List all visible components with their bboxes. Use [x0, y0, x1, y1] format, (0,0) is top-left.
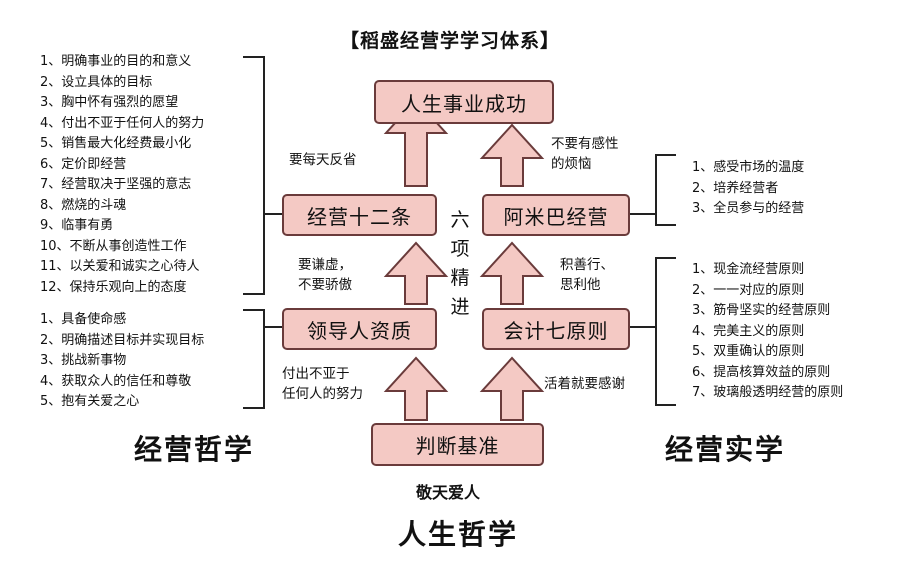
leader-qualities-list: 1、具备使命感 2、明确描述目标并实现目标 3、挑战新事物 4、获取众人的信任和… — [40, 310, 204, 413]
list-item: 6、提高核算效益的原则 — [692, 364, 831, 380]
box-accounting-principles: 会计七原则 — [482, 308, 630, 350]
note-gratitude: 活着就要感谢 — [544, 376, 625, 392]
label-life-philosophy: 人生哲学 — [398, 518, 519, 551]
list-item: 3、筋骨坚实的经营原则 — [692, 303, 831, 318]
list-item: 3、胸中怀有强烈的愿望 — [40, 95, 179, 110]
list-item: 5、双重确认的原则 — [692, 344, 805, 359]
six-diligences-char: 精 — [450, 267, 470, 289]
note-no-emotion: 不要有感性 的烦恼 — [551, 134, 619, 174]
list-item: 10、不断从事创造性工作 — [40, 238, 187, 254]
six-diligences-char: 项 — [450, 238, 470, 260]
arrow-judgment-to-accounting — [479, 356, 545, 421]
list-item: 7、玻璃般透明经营的原则 — [692, 385, 844, 400]
twelve-principles-list: 1、明确事业的目的和意义 2、设立具体的目标 3、胸中怀有强烈的愿望 4、付出不… — [40, 52, 204, 298]
list-item: 1、感受市场的温度 — [692, 160, 805, 175]
box-leader-qualities: 领导人资质 — [282, 308, 437, 350]
box-amoeba: 阿米巴经营 — [482, 194, 630, 236]
note-line: 不要骄傲 — [298, 277, 352, 293]
list-item: 4、完美主义的原则 — [692, 323, 805, 339]
list-item: 4、付出不亚于任何人的努力 — [40, 115, 205, 131]
arrow-amoeba-to-success — [479, 123, 545, 187]
list-item: 9、临事有勇 — [40, 218, 114, 233]
list-item: 5、抱有关爱之心 — [40, 394, 140, 409]
list-item: 3、全员参与的经营 — [692, 201, 805, 216]
bracket-accounting — [655, 257, 676, 406]
six-diligences-char: 六 — [450, 209, 470, 231]
list-item: 7、经营取决于坚强的意志 — [40, 177, 192, 192]
list-item: 4、获取众人的信任和尊敬 — [40, 373, 192, 389]
note-line: 付出不亚于 — [282, 366, 350, 382]
note-good-deeds: 积善行、 思利他 — [560, 255, 614, 295]
list-item: 2、培养经营者 — [692, 180, 779, 196]
note-line: 不要有感性 — [551, 136, 619, 152]
list-item: 3、挑战新事物 — [40, 353, 127, 368]
list-item: 1、具备使命感 — [40, 312, 127, 327]
list-item: 2、设立具体的目标 — [40, 74, 153, 90]
note-effort: 付出不亚于 任何人的努力 — [282, 364, 363, 404]
note-line: 要谦虚， — [298, 257, 352, 273]
label-management-practice: 经营实学 — [665, 433, 786, 466]
box-judgment-criteria: 判断基准 — [371, 423, 544, 466]
box-twelve-principles: 经营十二条 — [282, 194, 437, 236]
list-item: 1、明确事业的目的和意义 — [40, 54, 192, 69]
note-line: 任何人的努力 — [282, 386, 363, 402]
list-item: 11、以关爱和诚实之心待人 — [40, 259, 200, 274]
list-item: 8、燃烧的斗魂 — [40, 197, 127, 213]
label-management-philosophy: 经营哲学 — [134, 433, 255, 466]
note-line: 思利他 — [560, 277, 601, 293]
arrow-leader-to-twelve — [383, 241, 449, 305]
list-item: 12、保持乐观向上的态度 — [40, 279, 187, 295]
box-life-success: 人生事业成功 — [374, 80, 554, 124]
arrow-accounting-to-amoeba — [479, 241, 545, 305]
list-item: 2、一一对应的原则 — [692, 282, 805, 298]
note-reflect: 要每天反省 — [289, 152, 357, 168]
six-diligences-char: 进 — [450, 296, 470, 318]
list-item: 1、现金流经营原则 — [692, 262, 805, 277]
bracket-leader — [243, 309, 265, 409]
accounting-principles-list: 1、现金流经营原则 2、一一对应的原则 3、筋骨坚实的经营原则 4、完美主义的原… — [692, 260, 843, 404]
note-line: 积善行、 — [560, 257, 614, 273]
list-item: 5、销售最大化经费最小化 — [40, 136, 192, 151]
bracket-amoeba — [655, 154, 676, 226]
list-item: 2、明确描述目标并实现目标 — [40, 332, 205, 348]
note-humble: 要谦虚， 不要骄傲 — [298, 255, 352, 295]
arrow-judgment-to-leader — [383, 356, 449, 421]
list-item: 6、定价即经营 — [40, 156, 127, 172]
label-respect-heaven: 敬天爱人 — [416, 483, 481, 502]
note-line: 的烦恼 — [551, 156, 592, 172]
diagram-title: 【稻盛经营学学习体系】 — [339, 30, 560, 52]
six-diligences-label: 六 项 精 进 — [448, 206, 472, 322]
amoeba-list: 1、感受市场的温度 2、培养经营者 3、全员参与的经营 — [692, 158, 804, 220]
bracket-twelve — [243, 56, 265, 295]
